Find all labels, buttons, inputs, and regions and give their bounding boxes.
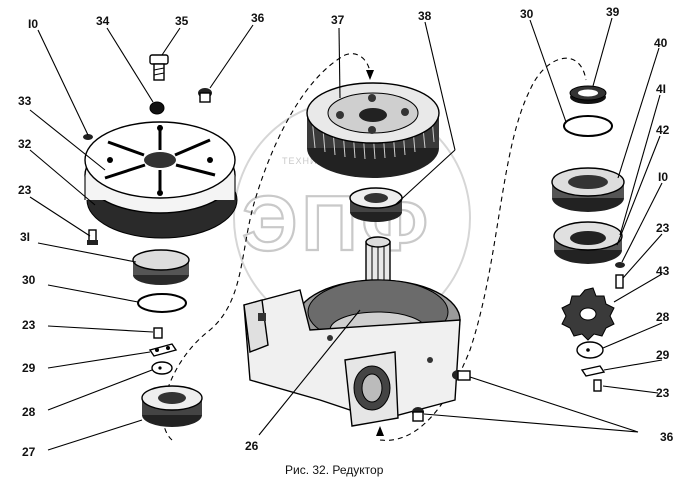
lock-plate-29-right xyxy=(580,365,606,377)
watermark-small-text: ТЕХНИКА xyxy=(282,156,331,166)
callout-labels: I0 34 35 36 37 38 30 39 40 4I 42 I0 33 3… xyxy=(18,5,674,459)
bolt-35 xyxy=(149,54,169,81)
callout-37: 37 xyxy=(331,13,345,27)
figure-caption: Рис. 32. Редуктор xyxy=(285,463,384,477)
bearing-27 xyxy=(141,385,203,427)
callout-23-upper-left: 23 xyxy=(18,183,32,197)
bolt-36-top xyxy=(198,88,212,103)
washer-28-right xyxy=(576,341,604,359)
bolt-36-right-upper xyxy=(452,370,471,381)
seal-39 xyxy=(569,85,607,104)
callout-29-right: 29 xyxy=(656,348,670,362)
callout-29-left: 29 xyxy=(22,361,36,375)
callout-41: 4I xyxy=(656,82,666,96)
bearing-cup-41 xyxy=(553,221,623,264)
callout-26: 26 xyxy=(245,439,259,453)
cap-31 xyxy=(132,249,190,285)
callout-36-top: 36 xyxy=(251,11,265,25)
callout-32: 32 xyxy=(18,137,32,151)
sprocket-43 xyxy=(561,287,615,341)
bolt-23-left xyxy=(87,229,98,245)
callout-30-left: 30 xyxy=(22,273,36,287)
callout-36-right: 36 xyxy=(660,430,674,444)
cover-plate-33 xyxy=(84,121,238,239)
bolt-23-lower-left xyxy=(153,327,163,339)
nut-34 xyxy=(149,101,165,115)
callout-38: 38 xyxy=(418,9,432,23)
o-ring-30-right xyxy=(563,115,613,137)
callout-30-right: 30 xyxy=(520,7,534,21)
washer-10-left xyxy=(83,134,93,140)
callout-28-left: 28 xyxy=(22,405,36,419)
bearing-38 xyxy=(349,187,403,222)
callout-33: 33 xyxy=(18,94,32,108)
callout-23-mid-left: 23 xyxy=(22,318,36,332)
assembly-arrow-top xyxy=(366,70,374,80)
washer-10-right xyxy=(615,262,625,268)
assembly-arrow-bottom xyxy=(376,426,384,436)
callout-27: 27 xyxy=(22,445,36,459)
bolt-36-right-lower xyxy=(412,407,424,422)
assembly-dashed-path-left xyxy=(162,53,371,441)
callout-42: 42 xyxy=(656,123,670,137)
lock-plate-29-left xyxy=(148,343,178,357)
callout-28-right: 28 xyxy=(656,310,670,324)
bearing-40 xyxy=(551,167,625,212)
callout-23-bottom-right: 23 xyxy=(656,386,670,400)
watermark-logo-text: ЭПФ xyxy=(242,179,432,267)
callout-34: 34 xyxy=(96,14,110,28)
bolt-23-right xyxy=(615,274,624,289)
callout-10-right: I0 xyxy=(658,170,668,184)
callout-35: 35 xyxy=(175,14,189,28)
bolt-23-bottom-right xyxy=(593,379,602,392)
callout-39: 39 xyxy=(606,5,620,19)
callout-23-right: 23 xyxy=(656,221,670,235)
assembly-dashed-path-right xyxy=(379,57,587,441)
worm-gear-37 xyxy=(306,82,440,178)
leader-lines xyxy=(29,17,663,451)
callout-43: 43 xyxy=(656,264,670,278)
o-ring-30-left xyxy=(137,293,187,313)
callout-10-left: I0 xyxy=(28,17,38,31)
callout-40: 40 xyxy=(654,36,668,50)
callout-31: 3I xyxy=(20,230,30,244)
washer-28-left xyxy=(151,361,173,375)
